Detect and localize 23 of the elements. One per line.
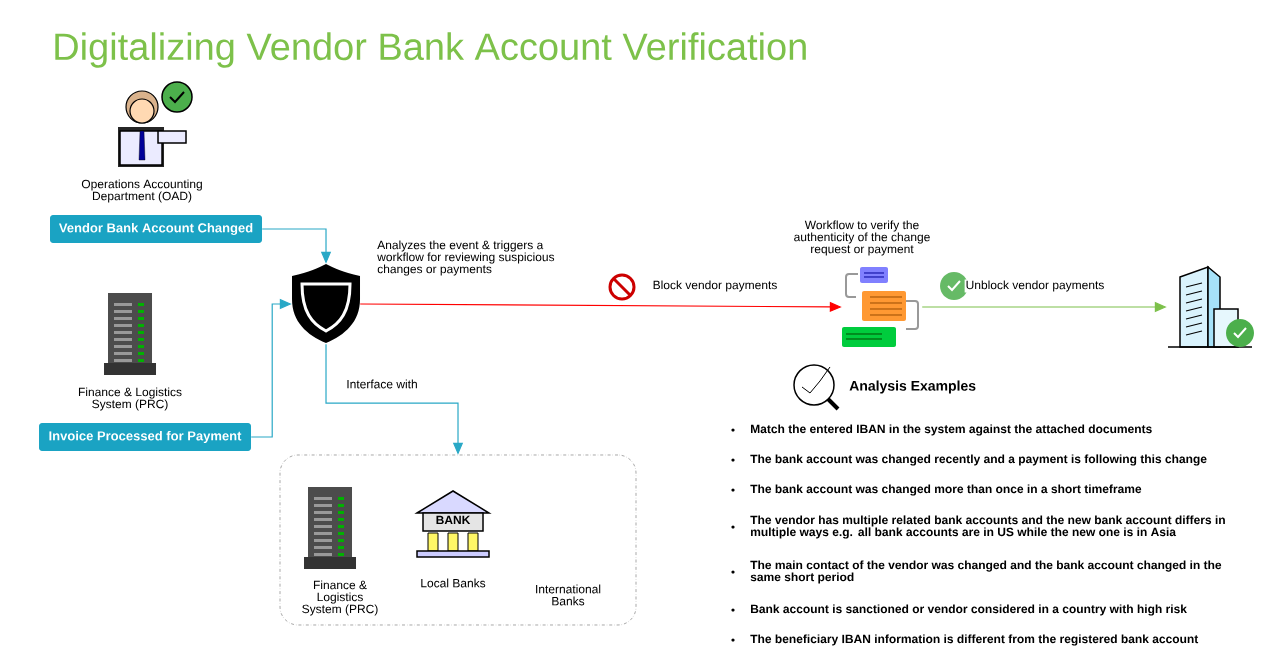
event-button: Vendor Bank Account Changed (50, 215, 262, 243)
node-label: Operations Accounting Department (OAD) (81, 179, 202, 203)
title: Digitalizing Vendor Bank Account Verification (55, 32, 806, 68)
bullet-item: Bank account is sanctioned or vendor considered in a country with high risk (731, 604, 1187, 616)
bullet-item: The vendor has multiple related bank accounts and the new bank account differs in multiple ways e.g. all bank accounts are in US while the new one is in Asia (731, 515, 1225, 539)
node-label: Finance & Logistics System (PRC) (79, 387, 182, 411)
bullet-item: The main contact of the vendor was changed and the bank account changed in the same short period (731, 560, 1222, 584)
edge-label: Unblock vendor payments (964, 279, 1106, 293)
section-heading: Analysis Examples (849, 380, 976, 394)
event-button: Invoice Processed for Payment (39, 423, 251, 451)
bullet-item: Match the entered IBAN in the system against the attached documents (731, 424, 1152, 436)
node-label: Local Banks (421, 578, 486, 588)
bullet-item: The bank account was changed more than once in a short timeframe (731, 484, 1142, 496)
node-label: International Banks (536, 584, 601, 606)
bullet-item: The bank account was changed recently and a payment is following this change (731, 454, 1207, 466)
edge-label: Block vendor payments (651, 279, 779, 293)
node-label: Finance & Logistics System (PRC) (302, 580, 378, 616)
annotation-text: Analyzes the event & triggers a workflow for reviewing suspicious changes or payments (377, 240, 555, 276)
building-drawing (1167, 265, 1254, 348)
dashed-group-box (279, 454, 637, 626)
edge-label: Interface with (345, 378, 419, 390)
heading-text: Workflow to verify the authenticity of the change request or payment (794, 220, 930, 256)
bullet-item: The beneficiary IBAN information is different from the registered bank account (731, 634, 1199, 646)
